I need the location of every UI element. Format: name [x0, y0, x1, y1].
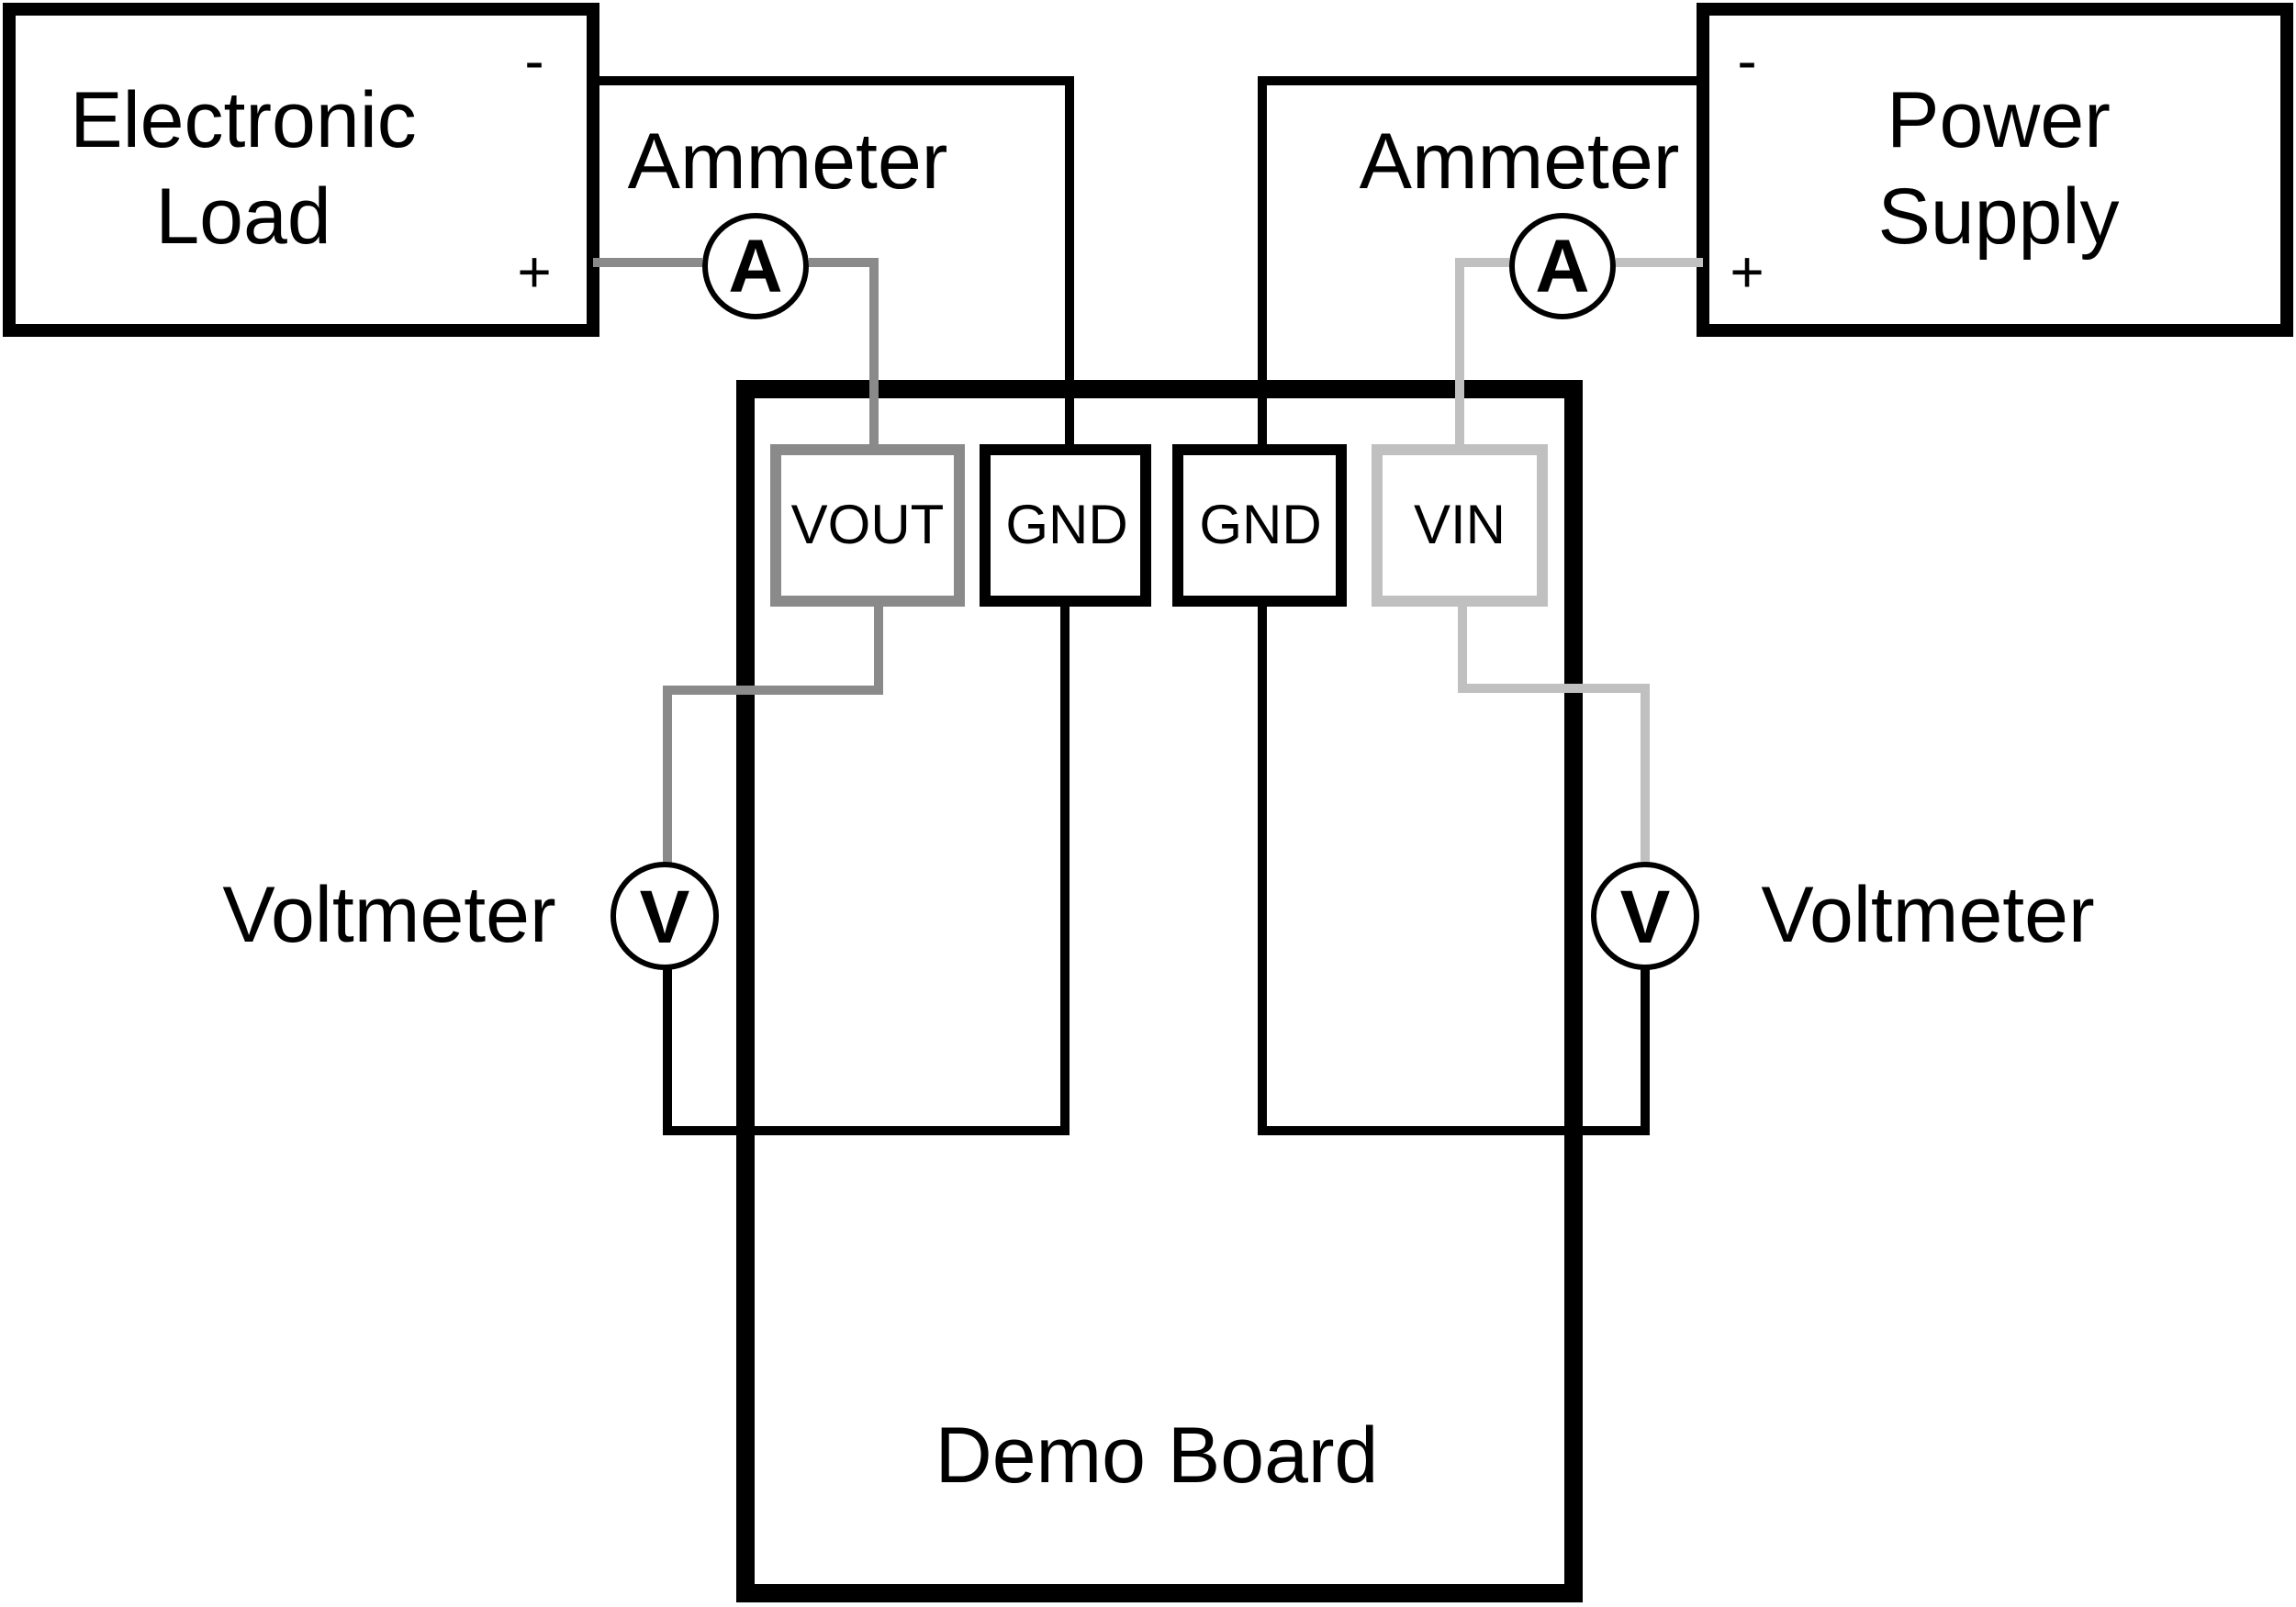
- electronic-load-box: [3, 3, 599, 337]
- voltmeter-left-symbol: [610, 862, 719, 970]
- power-supply-label-line2: Supply: [1878, 173, 2120, 261]
- demo-board-outline: [736, 380, 1583, 1602]
- terminal-gnd-right-box: [1172, 444, 1347, 607]
- power-supply-box: [1697, 3, 2293, 337]
- electronic-load-minus-sign: -: [524, 28, 543, 94]
- wire-ammeter-to-vout: [809, 258, 879, 450]
- ammeter-left-letter: A: [728, 225, 782, 308]
- ammeter-right-symbol: [1509, 213, 1616, 319]
- power-supply-label-line1: Power: [1887, 76, 2111, 164]
- wire-right-gnd-to-voltmeter: [1258, 601, 1650, 1135]
- electronic-load: Electronic Load - +: [3, 3, 599, 337]
- wire-ammeter-to-vin: [1455, 258, 1509, 450]
- demo-board-label: Demo Board: [935, 1412, 1379, 1500]
- power-supply-minus-sign: -: [1737, 28, 1756, 94]
- terminal-gnd-right-label: GND: [1199, 494, 1321, 555]
- terminal-gnd-left-box: [980, 444, 1151, 607]
- ammeter-right: Ammeter A: [1360, 117, 1680, 319]
- electronic-load-label-line2: Load: [155, 173, 330, 261]
- ammeter-left-label: Ammeter: [628, 117, 948, 206]
- wire-vin-to-voltmeter: [1458, 601, 1650, 863]
- vout-wires: [593, 258, 883, 863]
- power-supply-plus-sign: +: [1730, 239, 1764, 305]
- voltmeter-left-label: Voltmeter: [222, 871, 555, 959]
- voltmeter-right-label: Voltmeter: [1761, 871, 2094, 959]
- voltmeter-right-letter: V: [1620, 876, 1671, 959]
- voltmeter-right: V Voltmeter: [1591, 862, 2095, 970]
- black-wires: [593, 76, 1703, 1135]
- terminal-vin-box: [1372, 444, 1548, 607]
- wire-left-gnd-to-voltmeter: [663, 601, 1070, 1135]
- power-supply: Power Supply - +: [1697, 3, 2293, 337]
- voltmeter-left-letter: V: [640, 876, 690, 959]
- demo-board: Demo Board: [736, 380, 1583, 1602]
- ammeter-left-symbol: [702, 213, 809, 319]
- terminal-vout-box: [770, 444, 965, 607]
- electronic-load-label-line1: Electronic: [70, 76, 417, 164]
- ammeter-right-label: Ammeter: [1360, 117, 1680, 206]
- terminal-vin-label: VIN: [1414, 494, 1506, 555]
- terminal-vout-label: VOUT: [791, 494, 945, 555]
- terminal-gnd-left-label: GND: [1005, 494, 1127, 555]
- wire-eload-minus-to-gnd: [593, 76, 1074, 450]
- voltmeter-right-symbol: [1591, 862, 1699, 970]
- wire-vout-to-voltmeter: [663, 601, 883, 863]
- electronic-load-plus-sign: +: [517, 239, 551, 305]
- wire-psu-minus-to-gnd: [1258, 76, 1703, 450]
- ammeter-right-letter: A: [1535, 225, 1589, 308]
- terminals: VOUT GND GND VIN: [770, 444, 1548, 607]
- vin-wires: [1455, 258, 1703, 863]
- voltmeter-left: Voltmeter V: [222, 862, 719, 970]
- ammeter-left: Ammeter A: [628, 117, 948, 319]
